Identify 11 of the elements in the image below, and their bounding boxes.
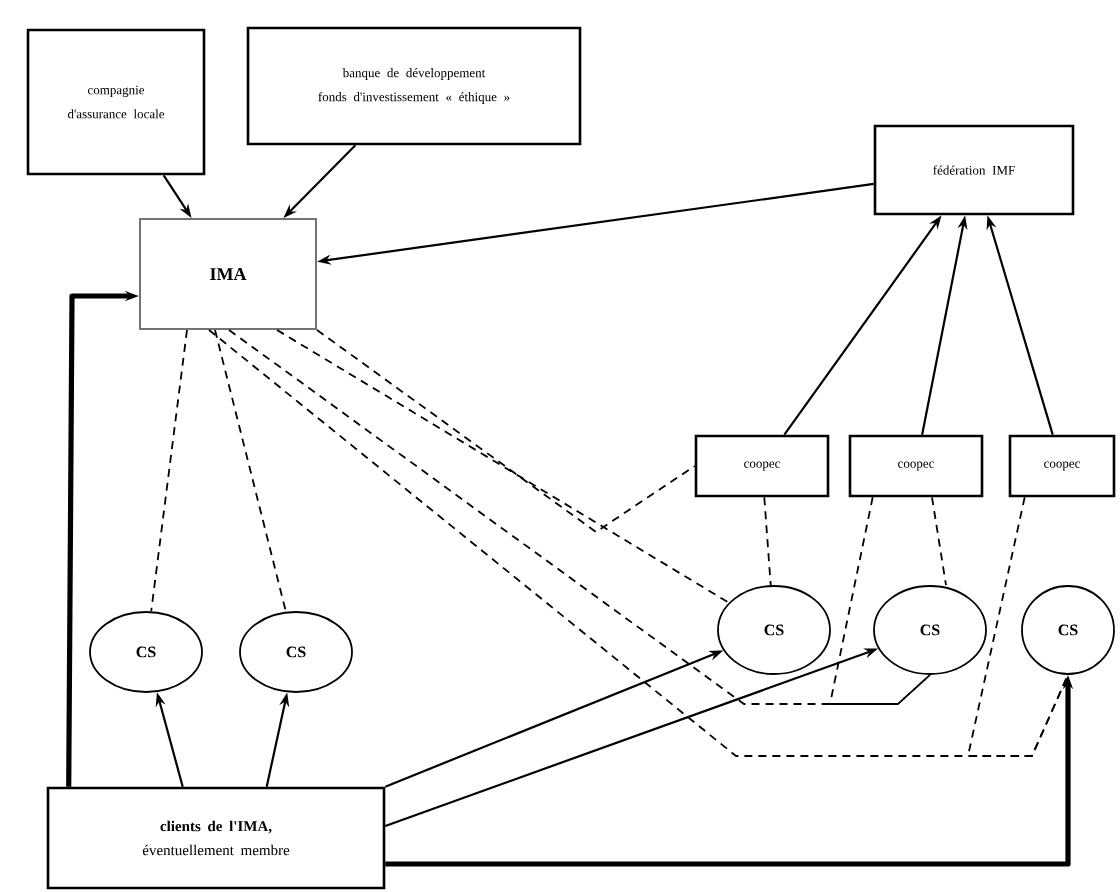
dashed-line bbox=[763, 496, 772, 587]
dashed-line bbox=[228, 329, 931, 705]
dashed-line bbox=[276, 329, 730, 604]
dashed-line bbox=[150, 329, 188, 613]
dashed-line bbox=[208, 329, 1069, 757]
dashed-line bbox=[214, 329, 287, 613]
dashed-line bbox=[967, 496, 1069, 757]
dashed-line bbox=[829, 496, 931, 705]
dashed-line bbox=[931, 496, 947, 586]
dashed-line bbox=[316, 329, 696, 533]
institution-box: IMA bbox=[139, 218, 317, 330]
